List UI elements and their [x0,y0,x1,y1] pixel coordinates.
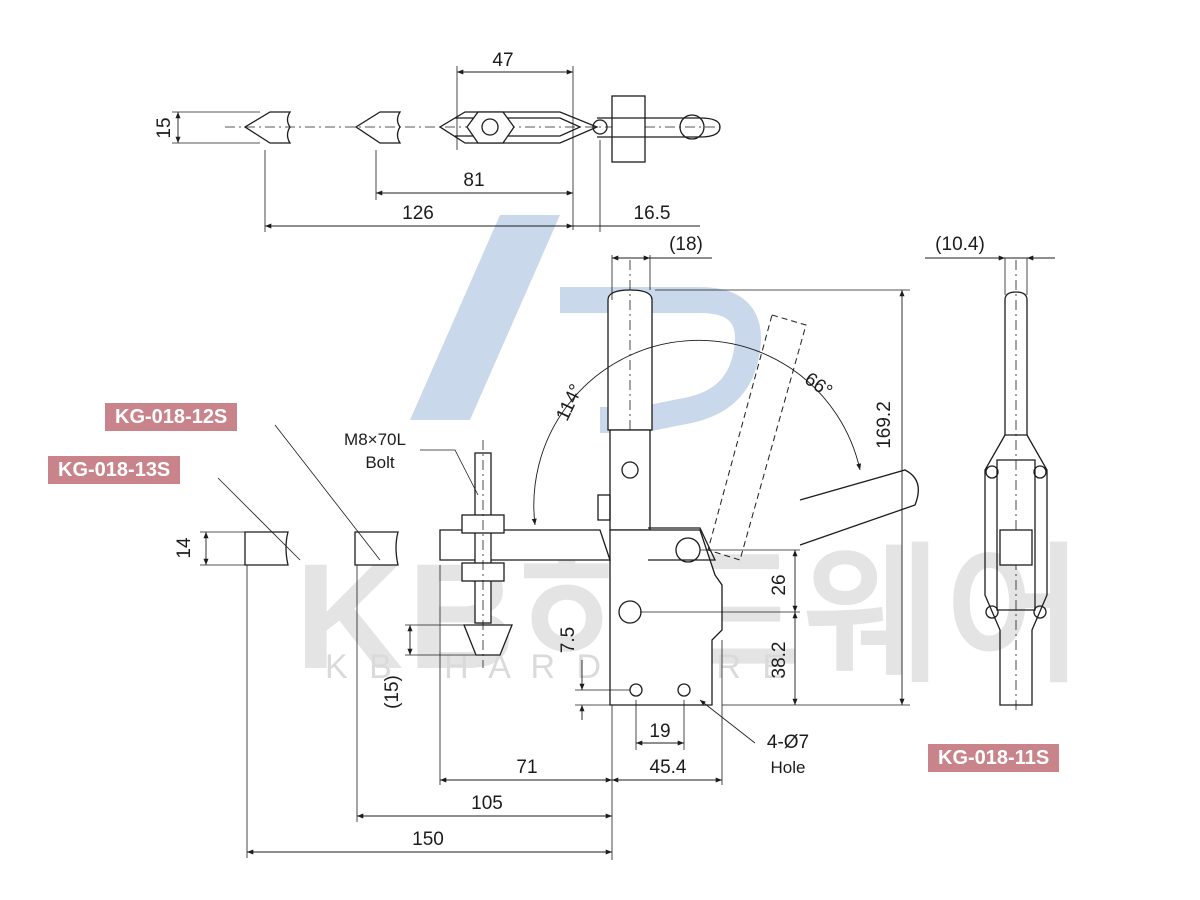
handle-pin [679,114,705,140]
dim-14: 14 [174,537,195,559]
dim-15-paren: (15) [382,675,403,709]
spindle-pad [463,624,513,656]
dim-15: 15 [154,117,175,138]
bolt-word-label: Bolt [365,453,395,472]
dim-10-4: (10.4) [935,234,985,255]
top-view [172,66,721,232]
arm-pin [592,119,608,135]
side-body-outline [984,434,1048,706]
angle-66: 66° [800,369,836,403]
hex-nut [466,111,515,144]
hole-spec: 4-Ø7 [767,732,809,753]
dim-38-2: 38.2 [769,642,790,679]
arm-segment-2 [354,111,402,144]
bar-segment-2 [354,531,399,566]
side-pin-2 [1033,465,1047,479]
side-pivot-block [999,529,1033,566]
dim-7-5: 7.5 [558,627,579,653]
handle-horizontal-position [799,469,919,546]
dim-126: 126 [402,203,434,224]
hole-word: Hole [771,758,806,777]
logo-slash [410,215,560,420]
side-pin-1 [985,465,999,479]
dim-16-5: 16.5 [634,203,671,224]
arm-pivot [675,537,701,563]
handle-body [611,95,646,163]
arm-link [648,527,717,561]
dim-18: (18) [669,234,703,255]
logo-b-shape [560,287,761,433]
side-pin-4 [1033,605,1047,619]
bar-segment-1 [244,531,289,566]
side-view [925,255,1055,710]
dim-81: 81 [463,170,484,191]
dim-47: 47 [492,50,513,71]
front-view [200,255,919,860]
nut-bore [481,118,499,136]
tag13-leader [217,477,301,561]
handle-open-position [707,314,807,561]
dim-150: 150 [412,829,444,850]
handle-link [597,117,721,138]
stop-tab [597,494,611,521]
model-tag-13s: KG-018-13S [48,456,181,484]
bolt-leader [420,449,479,496]
dim-45-4: 45.4 [650,757,687,778]
spindle-bolt [474,452,492,624]
mount-hole-2 [677,683,691,697]
dim-71: 71 [516,757,537,778]
arm-main [438,111,599,144]
hole-leader [699,699,756,744]
model-tag-11s: KG-018-11S [928,744,1060,772]
dim-105: 105 [471,793,503,814]
angle-114: 114° [552,381,587,424]
bolt-size-label: M8×70L [344,430,406,449]
clamp-arm [439,529,611,561]
tag12-leader [274,424,381,561]
arm-slot [455,117,582,137]
model-tag-12s: KG-018-12S [105,403,238,431]
dim-26: 26 [769,574,790,595]
angle-arc [531,339,862,526]
dim-19: 19 [649,721,670,742]
side-pin-3 [985,605,999,619]
clamp-base [609,529,723,706]
handle-link-upper [609,429,651,531]
arm-segment-1 [243,111,292,144]
dim-169-2: 169.2 [874,401,895,449]
